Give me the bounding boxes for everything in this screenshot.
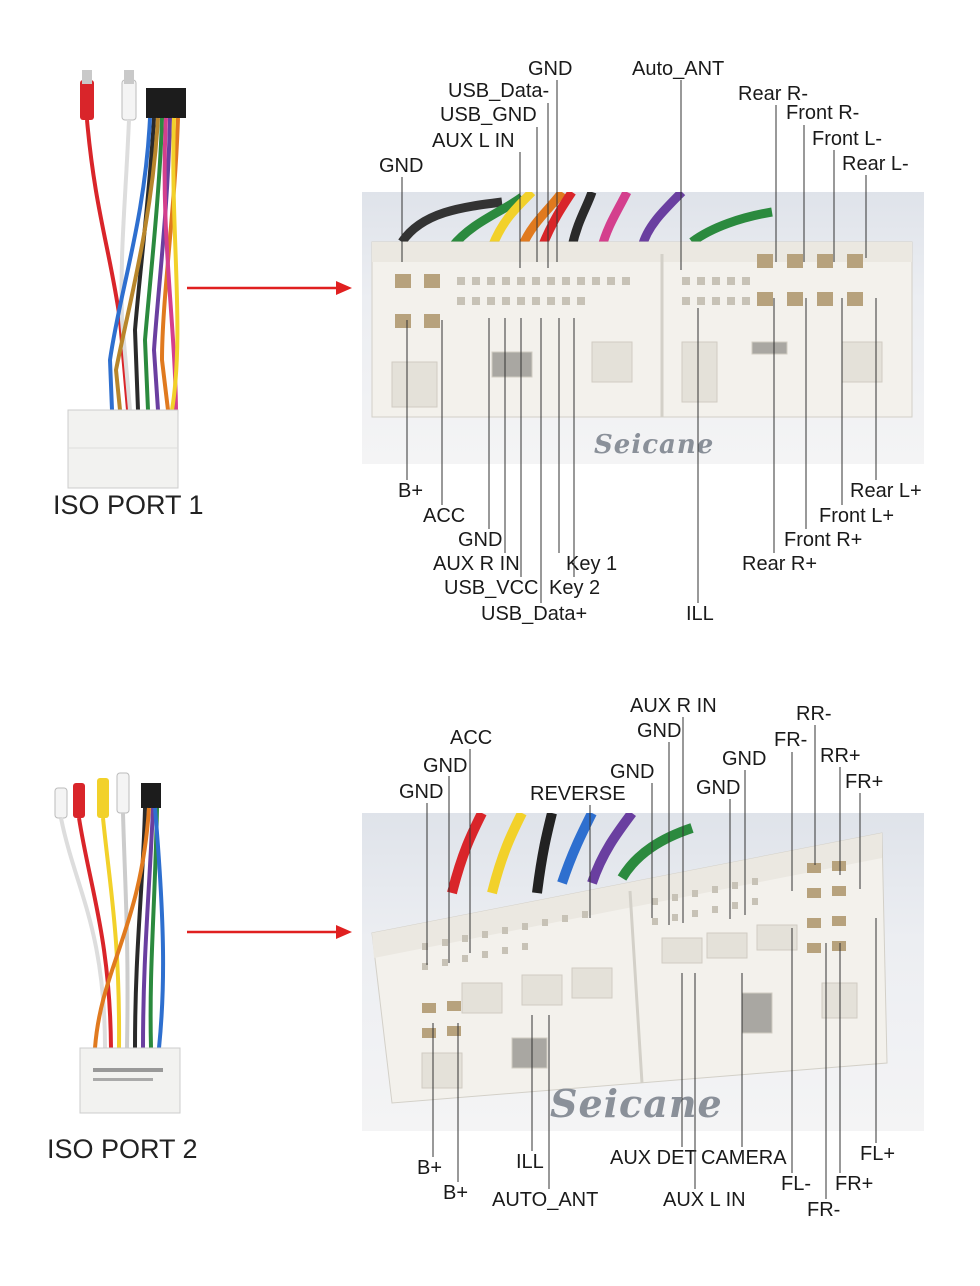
connector-1-drawing	[371, 192, 913, 418]
iso-port-2-section: ISO PORT 2	[0, 643, 980, 1286]
leader-lines-1	[401, 80, 877, 603]
port2-bottom-label-5: CAMERA	[701, 1147, 787, 1169]
port2-top-label-6: GND	[637, 720, 682, 742]
port2-top-label-8: GND	[696, 777, 741, 799]
port1-top-label-0: GND	[528, 58, 573, 80]
leader-lines-2	[426, 717, 877, 1199]
port2-top-label-12: FR+	[845, 771, 884, 793]
port2-top-label-0: ACC	[450, 727, 493, 749]
port2-top-label-2: GND	[399, 781, 444, 803]
port1-bottom-label-6: Key 1	[566, 553, 618, 575]
port2-top-label-9: RR-	[796, 703, 832, 725]
port1-top-label-8: Front L-	[812, 128, 883, 150]
port2-bottom-label-6: AUX L IN	[663, 1189, 746, 1211]
port2-bottom-label-4: AUX DET	[610, 1147, 697, 1169]
port1-top-label-9: Rear L-	[842, 153, 909, 175]
port1-bottom-label-1: ACC	[423, 505, 466, 527]
port1-bottom-label-2: GND	[458, 529, 503, 551]
harness-2-image	[54, 772, 181, 1114]
port2-bottom-label-1: B+	[443, 1182, 469, 1204]
arrow-1	[187, 281, 352, 295]
seicane-logo-1: Seicane	[594, 430, 715, 460]
port1-top-label-5: Auto_ANT	[632, 58, 725, 80]
port1-bottom-label-3: AUX R IN	[433, 553, 520, 575]
connector-2-drawing	[371, 813, 888, 1104]
port2-top-label-3: REVERSE	[530, 783, 626, 805]
port1-bottom-label-12: Rear R+	[742, 553, 818, 575]
connector-2-photo: Seicane	[362, 813, 924, 1131]
harness-1-image	[67, 70, 186, 489]
connector-1-photo: Seicane	[362, 192, 924, 464]
port1-top-label-7: Front R-	[786, 102, 860, 124]
port2-bottom-label-10: FR-	[807, 1199, 841, 1221]
port1-bottom-label-11: Front R+	[784, 529, 863, 551]
port2-top-label-11: RR+	[820, 745, 861, 767]
port1-bottom-label-7: Key 2	[549, 577, 601, 599]
arrow-2	[187, 925, 352, 939]
port2-bottom-label-0: B+	[417, 1157, 443, 1179]
port2-bottom-label-2: ILL	[516, 1151, 544, 1173]
port-1-title: ISO PORT 1	[53, 490, 204, 520]
port1-top-label-4: GND	[379, 155, 424, 177]
port1-top-label-6: Rear R-	[738, 83, 809, 105]
port2-bottom-label-9: FR+	[835, 1173, 874, 1195]
port1-bottom-label-0: B+	[398, 480, 424, 502]
port2-bottom-label-7: FL-	[781, 1173, 811, 1195]
port1-top-label-1: USB_Data-	[448, 80, 550, 102]
port-2-title: ISO PORT 2	[47, 1134, 198, 1164]
port2-bottom-label-3: AUTO_ANT	[492, 1189, 599, 1211]
port1-bottom-label-9: Rear L+	[850, 480, 922, 502]
port2-top-label-4: GND	[610, 761, 655, 783]
port1-bottom-label-10: Front L+	[819, 505, 895, 527]
port2-top-label-1: GND	[423, 755, 468, 777]
port2-top-label-5: AUX R IN	[630, 695, 717, 717]
seicane-logo-2: Seicane	[550, 1081, 723, 1126]
port1-bottom-label-5: USB_Data+	[481, 603, 588, 625]
port2-top-label-7: GND	[722, 748, 767, 770]
port1-top-label-2: USB_GND	[440, 104, 537, 126]
port1-bottom-label-4: USB_VCC	[444, 577, 539, 599]
port1-bottom-label-8: ILL	[686, 603, 714, 625]
port1-top-label-3: AUX L IN	[432, 130, 515, 152]
iso-port-1-section: ISO PORT 1	[53, 58, 924, 625]
port2-top-label-10: FR-	[774, 729, 808, 751]
port2-bottom-label-8: FL+	[860, 1143, 896, 1165]
